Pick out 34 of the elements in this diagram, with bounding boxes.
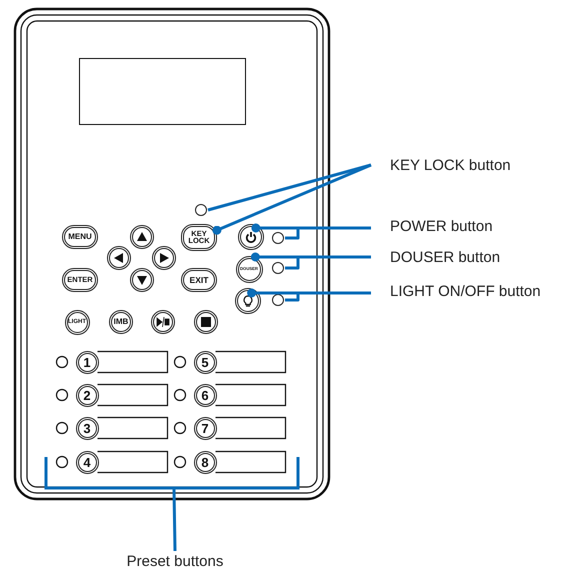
arrow-button	[152, 246, 176, 270]
display-screen	[79, 58, 246, 125]
leader-line	[285, 292, 371, 302]
preset-button: 3	[76, 416, 98, 440]
stop-button	[194, 310, 218, 334]
callout-label: POWER button	[390, 216, 540, 236]
preset-button: 8	[194, 450, 216, 474]
indicator-lamp	[272, 294, 284, 306]
menu-button: MENU	[62, 225, 98, 249]
leader-line	[208, 164, 372, 212]
exit-button: EXIT	[181, 268, 217, 292]
leader-line	[212, 164, 372, 235]
arrow-button	[130, 225, 154, 249]
indicator-lamp	[272, 232, 284, 244]
play-stop-button	[151, 310, 175, 334]
imb-button: IMB	[109, 310, 133, 334]
leader-line	[172, 488, 176, 552]
arrow-button	[107, 246, 131, 270]
callout-label: Preset buttons	[115, 551, 235, 571]
callout-label: LIGHT ON/OFF button	[390, 281, 560, 301]
preset-button: 5	[194, 350, 216, 374]
leader-line	[285, 256, 371, 270]
callout-label: DOUSER button	[390, 247, 540, 267]
leader-line	[285, 226, 371, 240]
preset-button: 6	[194, 384, 216, 406]
preset-button: 4	[76, 450, 98, 474]
indicator-lamp	[195, 204, 207, 216]
arrow-button	[130, 268, 154, 292]
device-body	[14, 8, 330, 500]
preset-button: 1	[76, 350, 98, 374]
indicator-lamp	[272, 262, 284, 274]
preset-button: 7	[194, 416, 216, 440]
callout-label: KEY LOCK button	[390, 155, 540, 175]
preset-button: 2	[76, 384, 98, 406]
